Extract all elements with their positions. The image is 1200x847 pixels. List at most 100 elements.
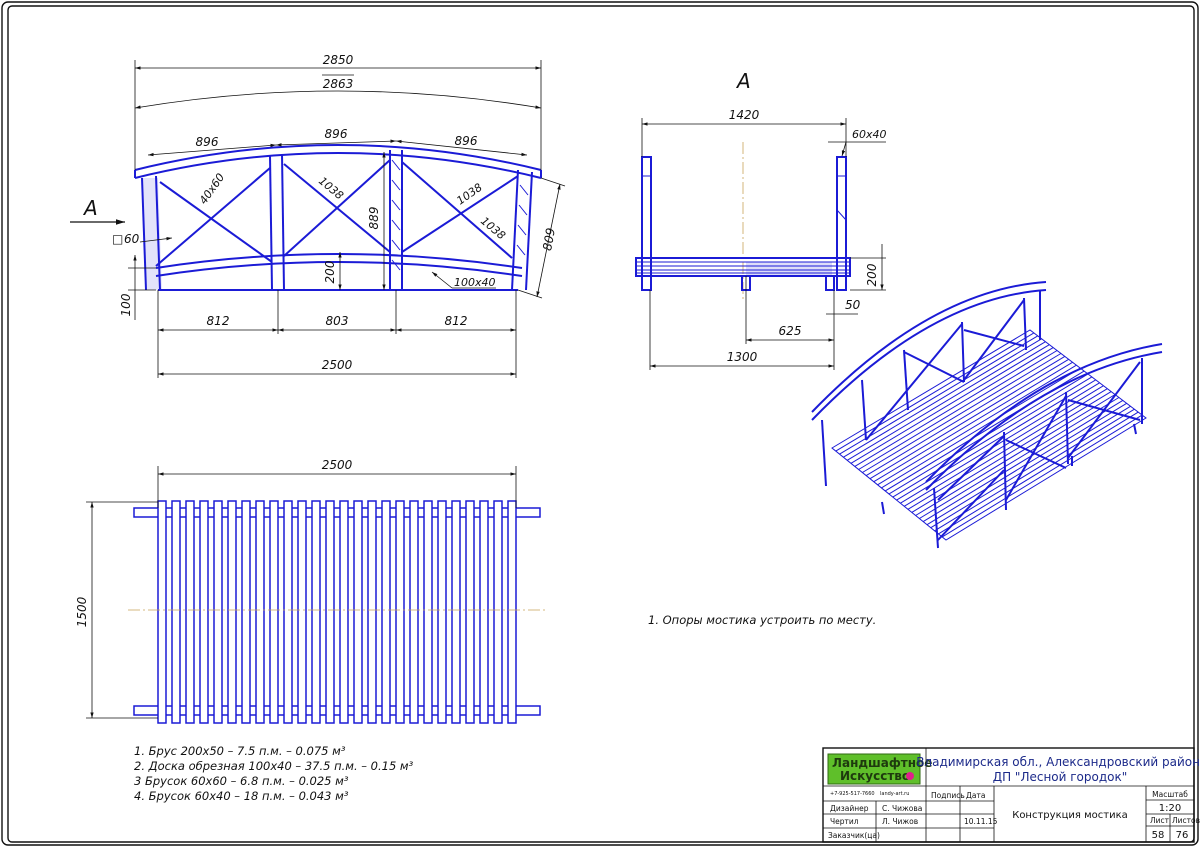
iso-deck-board (862, 353, 1062, 473)
deck-board (255, 500, 265, 724)
material-item: 4. Брусок 60х40 – 18 п.м. – 0.043 м³ (134, 789, 349, 803)
iso-deck-board (835, 332, 1035, 452)
deck-board (241, 500, 251, 724)
material-item: 1. Брус 200х50 – 7.5 п.м. – 0.075 м³ (134, 744, 346, 758)
deck-board (395, 500, 405, 724)
label-post-size: 60 (124, 232, 140, 246)
iso-deck-board (873, 361, 1073, 483)
row-drafter: Чертил (830, 817, 859, 826)
logo-dot-icon (906, 772, 914, 780)
iso-deck-board (922, 399, 1124, 523)
iso-deck-board (881, 367, 1081, 489)
dim-width-bottom: 1300 (727, 350, 758, 364)
iso-deck-board (846, 341, 1046, 461)
col-sign: Подпись (931, 791, 965, 800)
deck-board (157, 500, 167, 724)
dim-panel-3: 896 (455, 134, 478, 148)
dim-top-overall: 2850 (323, 53, 354, 67)
iso-deck-board (858, 350, 1058, 470)
deck-board (213, 500, 223, 724)
dim-panel-1: 896 (196, 135, 219, 149)
deck-board (269, 500, 279, 724)
iso-deck-board (865, 355, 1066, 477)
col-date: Дата (966, 791, 985, 800)
section-view: А 1420 60x40 200 50 (635, 69, 887, 370)
title-block: Ландшафтное Искусство +7-925-517-7660 la… (822, 747, 1200, 843)
label-beam-size: 100x40 (454, 276, 496, 289)
deck-board (465, 500, 475, 724)
plan-view: 2500 1500 (75, 458, 548, 724)
elevation-view: 2850 2863 896 896 896 40x60 1038 1038 10… (70, 53, 566, 378)
iso-deck-board (877, 364, 1077, 486)
scale-label: Масштаб (1152, 790, 1188, 799)
drawing-title: Конструкция мостика (1012, 810, 1128, 821)
iso-deck-board (850, 344, 1050, 464)
logo-line2: Искусство (840, 769, 910, 783)
iso-deck-board (907, 388, 1108, 510)
iso-deck-board (941, 414, 1143, 538)
iso-deck-board (839, 335, 1038, 455)
dim-post-width: 50 (845, 298, 861, 312)
deck-board (227, 500, 237, 724)
logo-badge (827, 753, 921, 785)
logo-line1: Ландшафтное (832, 756, 932, 770)
deck-board (199, 500, 209, 724)
deck-board (507, 500, 517, 724)
row-client: Заказчик(ца) (828, 831, 880, 840)
deck-board (311, 500, 321, 724)
location-line2: ДП "Лесной городок" (993, 770, 1128, 784)
dim-span-1: 812 (207, 314, 230, 328)
deck-board (171, 500, 181, 724)
label-diag-2: 1038 (454, 181, 484, 208)
website: landy-art.ru (880, 791, 909, 797)
label-diag-1: 1038 (316, 174, 346, 202)
sheets-label: Листов (1172, 816, 1200, 825)
note-supports: 1. Опоры мостика устроить по месту. (648, 613, 876, 627)
dim-beam-height: 200 (323, 260, 337, 283)
deck-board (367, 500, 377, 724)
deck-board (479, 500, 489, 724)
iso-deck-board (854, 347, 1054, 467)
iso-deck-board (934, 408, 1135, 532)
drafter-name: Л. Чижов (882, 817, 918, 826)
row-designer: Дизайнер (830, 804, 869, 813)
scale-value: 1:20 (1159, 803, 1181, 814)
sheet-number: 58 (1152, 830, 1165, 841)
phone: +7-925-517-7660 (830, 791, 875, 797)
dim-span-2: 803 (326, 314, 349, 328)
section-title: А (735, 69, 751, 93)
dim-height-mid: 889 (367, 207, 381, 230)
deck-board (493, 500, 503, 724)
deck-board (409, 500, 419, 724)
iso-deck-board (915, 394, 1116, 516)
deck-board (325, 500, 335, 724)
dim-half-width: 625 (779, 324, 802, 338)
deck-board (437, 500, 447, 724)
dim-plan-length: 2500 (322, 458, 353, 472)
iso-deck-board (869, 358, 1069, 480)
dim-section-height: 200 (865, 263, 879, 286)
deck-board (451, 500, 461, 724)
dim-span-3: 812 (445, 314, 468, 328)
deck-board (283, 500, 293, 724)
section-arrow-label: А (82, 196, 98, 220)
dim-panel-2: 896 (325, 127, 348, 141)
dim-span-total: 2500 (322, 358, 353, 372)
material-item: 2. Доска обрезная 100х40 – 37.5 п.м. – 0… (134, 759, 414, 773)
iso-deck-board (843, 338, 1042, 458)
label-post-symbol: □ (112, 232, 123, 246)
dim-ground-offset: 100 (119, 293, 133, 316)
deck-board (339, 500, 349, 724)
deck-board (297, 500, 307, 724)
iso-deck-board (896, 379, 1096, 501)
iso-deck-board (938, 411, 1139, 535)
designer-name: С. Чижова (882, 804, 922, 813)
iso-deck-board (930, 405, 1131, 529)
dim-width-top: 1420 (729, 108, 760, 122)
label-brace-size: 40x60 (197, 171, 227, 207)
dim-top-arc: 2863 (323, 77, 354, 91)
deck-board (185, 500, 195, 724)
label-diag-3: 1038 (478, 214, 508, 242)
deck-board (353, 500, 363, 724)
